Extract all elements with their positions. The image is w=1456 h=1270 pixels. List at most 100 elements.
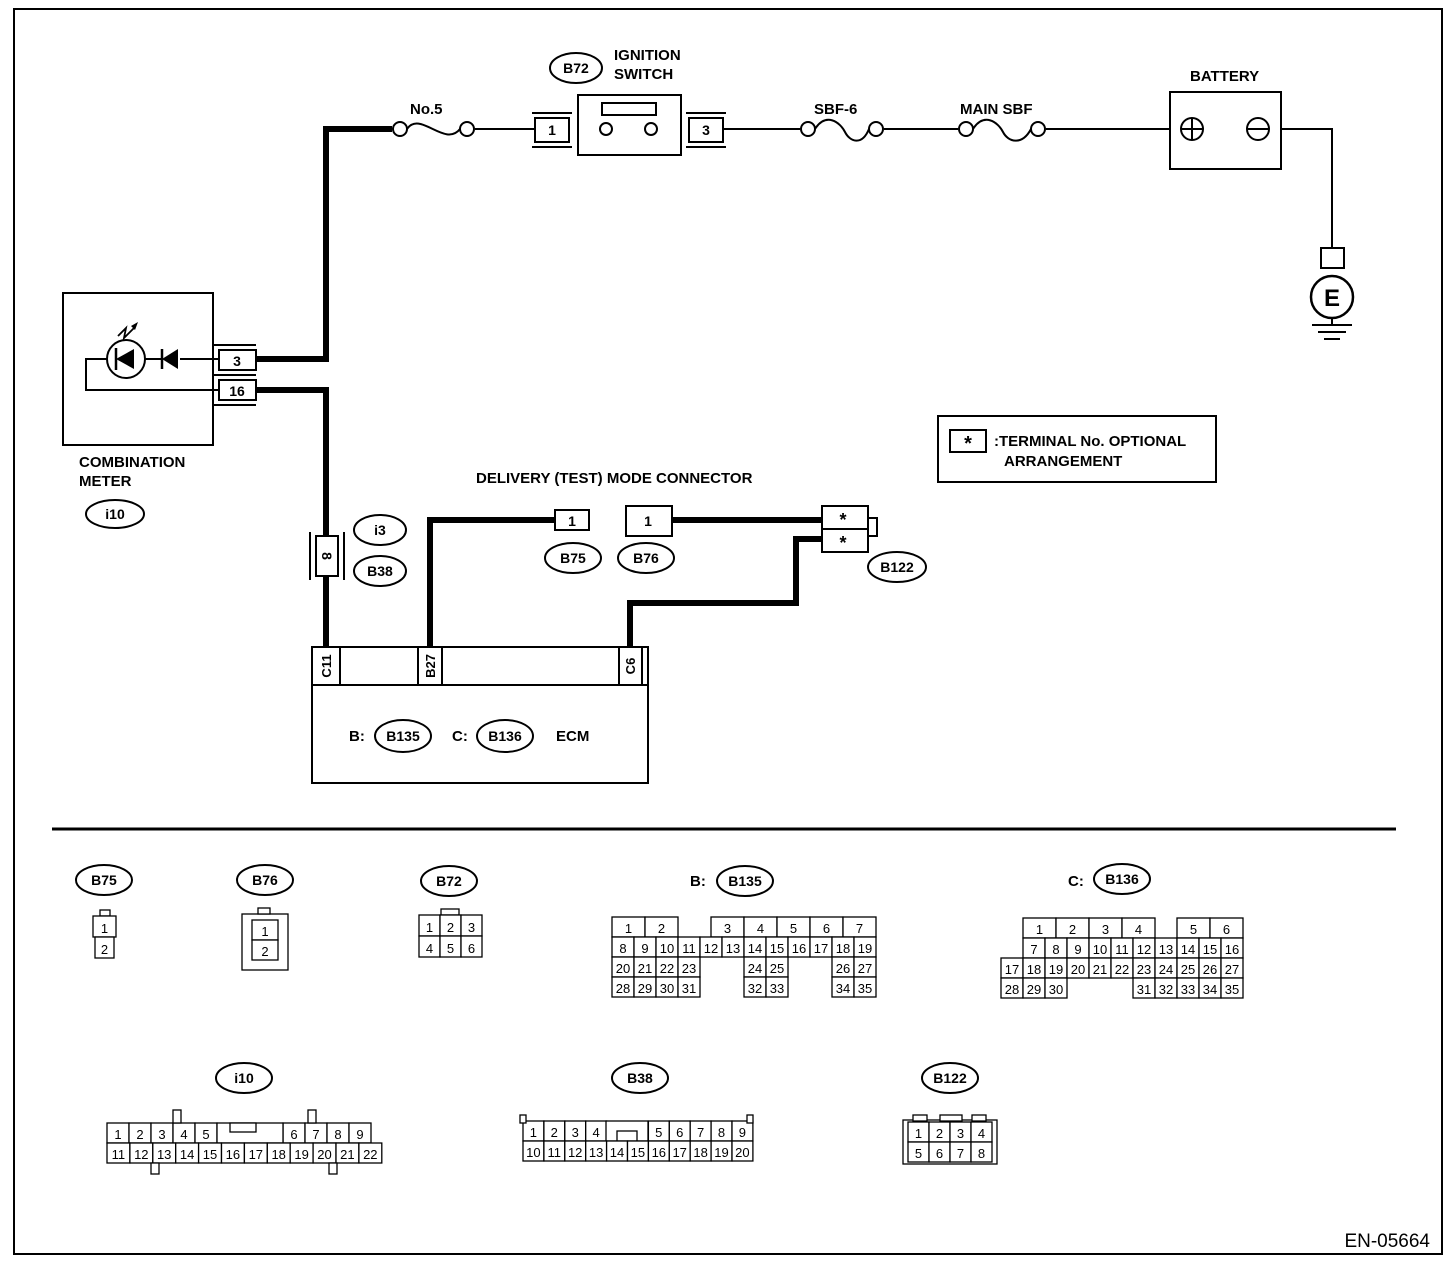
meter-label-2: METER (79, 473, 132, 490)
b135-view-pin: 28 (616, 981, 630, 996)
b38-view-pin: 4 (592, 1125, 599, 1140)
b136-view-cell (1044, 977, 1068, 999)
b122-connector: * * B122 (821, 505, 927, 583)
ecm-b-ref: B135 (386, 728, 420, 744)
b136-view-ref: B136 (1105, 871, 1139, 887)
b136-view-pin: 29 (1027, 982, 1041, 997)
b136-view-pin: 6 (1223, 922, 1230, 937)
b135-view-pin: 11 (682, 941, 696, 956)
b135-view-cell (853, 976, 877, 998)
b135-view-pin: 19 (858, 941, 872, 956)
b38-view-cell (731, 1140, 754, 1162)
i10-view-latch (150, 1162, 160, 1175)
ecm-pin-c6: C6 (623, 658, 638, 675)
fuse-no5: No.5 (392, 101, 475, 137)
wires (256, 126, 1333, 647)
b136-view-pin: 24 (1159, 962, 1173, 977)
joint-ref-b38: B38 (367, 563, 393, 579)
b135-view-pin: 2 (658, 921, 665, 936)
i10-view-pin: 3 (158, 1127, 165, 1142)
b135-view-pin: 30 (660, 981, 674, 996)
ecm-name: ECM (556, 728, 589, 745)
i10-view-pin: 21 (340, 1147, 354, 1162)
b136-view-pin: 30 (1049, 982, 1063, 997)
b122-view-pin: 8 (978, 1146, 985, 1161)
b122-view-pin: 7 (957, 1146, 964, 1161)
b136-view-pin: 8 (1052, 942, 1059, 957)
fuse-no5-label: No.5 (410, 101, 443, 118)
i10-view-ref: i10 (234, 1070, 254, 1086)
main-sbf-label: MAIN SBF (960, 101, 1033, 118)
b136-view-pin: 15 (1203, 942, 1217, 957)
b76-pin-1: 1 (644, 513, 652, 529)
b38-view-pin: 3 (572, 1125, 579, 1140)
b136-view-pin: 21 (1093, 962, 1107, 977)
legend-box: * :TERMINAL No. OPTIONAL ARRANGEMENT (937, 415, 1217, 483)
b38-view-pin: 7 (697, 1125, 704, 1140)
b136-view-pin: 7 (1030, 942, 1037, 957)
b75-view-cell (94, 936, 115, 959)
b38-view-pin: 13 (589, 1145, 603, 1160)
i10-view-key (229, 1122, 257, 1133)
b136-view-pin: 33 (1181, 982, 1195, 997)
b135-view-pin: 17 (814, 941, 828, 956)
b38-view-pin: 17 (672, 1145, 686, 1160)
b72-view-latch (440, 908, 460, 916)
b135-view-pin: 21 (638, 961, 652, 976)
b136-view-oval (1093, 863, 1151, 895)
b72-view-pin: 4 (426, 941, 433, 956)
b38-view-pin: 5 (655, 1125, 662, 1140)
ecm-c-ref: B136 (488, 728, 522, 744)
figure-id: EN-05664 (1344, 1231, 1430, 1252)
b136-view-pin: 28 (1005, 982, 1019, 997)
b135-view-pin: 7 (856, 921, 863, 936)
b76-ref: B76 (633, 550, 659, 566)
b38-view-pin: 10 (526, 1145, 540, 1160)
meter-label-1: COMBINATION (79, 454, 185, 471)
i10-view-latch (307, 1109, 317, 1124)
b135-view-pin: 23 (682, 961, 696, 976)
b135-view-pin: 33 (770, 981, 784, 996)
b75-view-ref: B75 (91, 872, 117, 888)
b122-view-pin: 1 (915, 1126, 922, 1141)
ecm-pin-c11: C11 (319, 654, 334, 677)
b135-view-pin: 9 (641, 941, 648, 956)
b136-view-pin: 11 (1115, 942, 1129, 957)
legend-symbol: * (964, 433, 972, 455)
b136-view-pin: 17 (1005, 962, 1019, 977)
b72-view-oval (420, 865, 478, 897)
i10-view-pin: 9 (356, 1127, 363, 1142)
b135-view-pin: 32 (748, 981, 762, 996)
ecm-pin-b27: B27 (423, 654, 438, 678)
b122-view-pin: 3 (957, 1126, 964, 1141)
b135-view-pin: 5 (790, 921, 797, 936)
b135-view-cell (765, 976, 789, 998)
ign-ref: B72 (563, 60, 589, 76)
b136-view-pin: 32 (1159, 982, 1173, 997)
i10-view-pin: 15 (203, 1147, 217, 1162)
b135-view-pin: 6 (823, 921, 830, 936)
b135-view-pin: 31 (682, 981, 696, 996)
b122-view-latch (971, 1114, 987, 1122)
b135-view-pin: 24 (748, 961, 762, 976)
b135-view-pin: 8 (619, 941, 626, 956)
delivery-title: DELIVERY (TEST) MODE CONNECTOR (476, 470, 753, 487)
battery-label: BATTERY (1190, 68, 1259, 85)
b135-view-oval (716, 865, 774, 897)
ign-pin-right: 3 (702, 122, 710, 138)
b38-view-pin: 12 (568, 1145, 582, 1160)
b135-view-pin: 12 (704, 941, 718, 956)
b38-view-latch (519, 1114, 527, 1124)
b135-view-pin: 4 (757, 921, 764, 936)
ecm-c-prefix: C: (452, 728, 468, 745)
b136-view-pin: 3 (1102, 922, 1109, 937)
b136-view-pin: 16 (1225, 942, 1239, 957)
i10-view-pin: 7 (312, 1127, 319, 1142)
b135-view-pin: 15 (770, 941, 784, 956)
legend-line-2: ARRANGEMENT (1004, 453, 1122, 470)
b72-view-cell (460, 935, 483, 958)
b72-view-pin: 2 (447, 920, 454, 935)
b75-pin-1: 1 (568, 513, 576, 529)
